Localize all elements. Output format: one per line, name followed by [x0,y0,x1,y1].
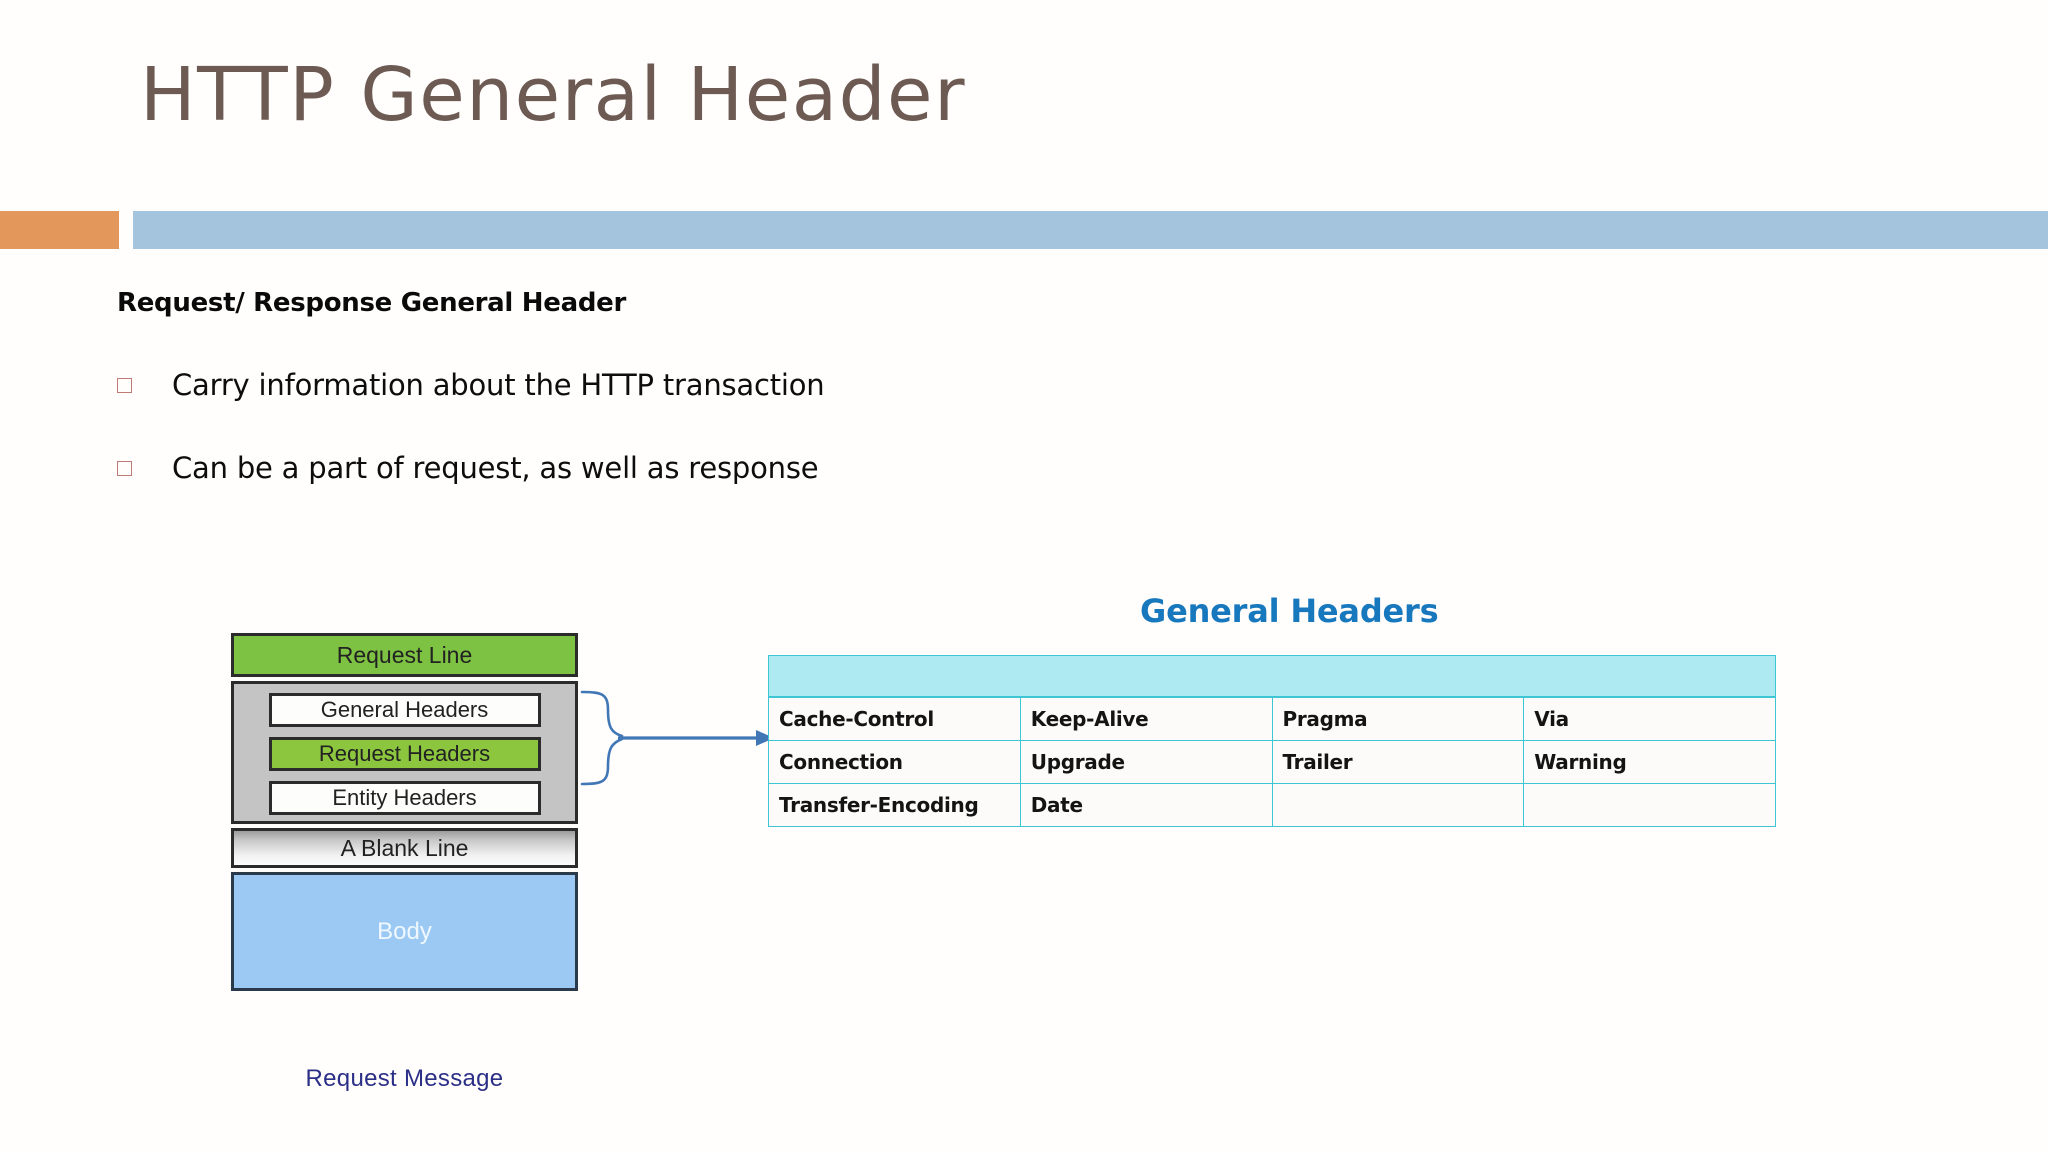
hollow-square-bullet-icon [117,377,132,393]
table-cell: Cache-Control [768,697,1021,741]
bullet-item-0: Carry information about the HTTP transac… [117,368,825,402]
page-title: HTTP General Header [140,52,966,138]
table-row: Connection Upgrade Trailer Warning [768,740,1776,784]
general-headers-table-wrapper: Cache-Control Keep-Alive Pragma Via Conn… [768,655,1776,827]
diagram-caption: Request Message [305,1065,504,1092]
table-cell: Pragma [1271,697,1525,741]
diagram-box-entity-headers: Entity Headers [268,781,541,815]
diagram-box-request-line: Request Line [231,633,578,677]
diagram-box-blank-line: A Blank Line [231,828,578,868]
diagram-box-request-headers: Request Headers [268,737,541,771]
table-cell: Warning [1523,740,1776,784]
table-cell [1523,783,1776,827]
divider-bar-blue [133,211,2048,249]
diagram-box-label: Request Line [336,641,473,668]
diagram-box-label: General Headers [320,697,489,722]
brace-arrow-connector-icon [580,690,774,786]
section-heading: Request/ Response General Header [117,288,626,318]
general-headers-table: Cache-Control Keep-Alive Pragma Via Conn… [768,697,1776,827]
table-cell: Transfer-Encoding [768,783,1021,827]
hollow-square-bullet-icon [117,460,132,476]
general-headers-title: General Headers [1140,592,1439,630]
diagram-box-headers-group: General Headers Request Headers Entity H… [231,681,578,824]
table-row: Cache-Control Keep-Alive Pragma Via [768,697,1776,741]
diagram-box-label: Body [377,917,432,945]
bullet-item-1: Can be a part of request, as well as res… [117,451,819,485]
table-row: Transfer-Encoding Date [768,783,1776,827]
diagram-box-label: Entity Headers [332,785,477,810]
table-cell: Trailer [1271,740,1525,784]
table-cell: Keep-Alive [1019,697,1273,741]
bullet-text: Carry information about the HTTP transac… [172,368,825,402]
table-header-band [768,655,1776,697]
diagram-box-body: Body [231,872,578,991]
table-cell: Date [1019,783,1273,827]
request-message-diagram: Request Line General Headers Request Hea… [231,633,578,1092]
table-cell: Via [1523,697,1776,741]
table-cell: Upgrade [1019,740,1273,784]
divider-bar-orange [0,211,119,249]
table-cell: Connection [768,740,1021,784]
table-cell [1271,783,1525,827]
diagram-box-label: Request Headers [318,741,491,766]
bullet-text: Can be a part of request, as well as res… [172,451,819,485]
diagram-box-label: A Blank Line [340,834,469,861]
diagram-box-general-headers: General Headers [268,693,541,727]
